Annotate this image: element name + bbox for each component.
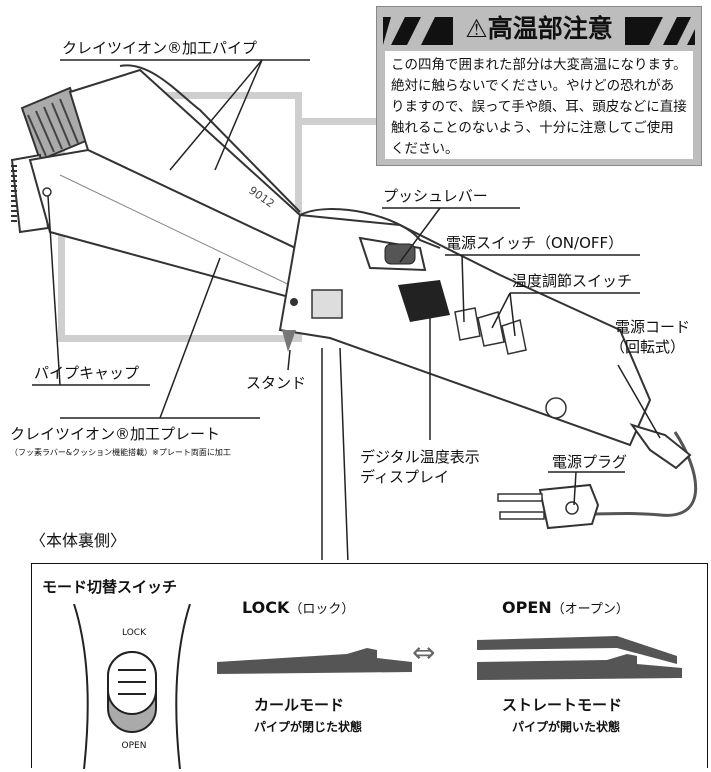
- power-plug-shape: [497, 483, 600, 530]
- label-cord-2: （回転式）: [610, 338, 686, 356]
- switch-lock-label: LOCK: [122, 628, 146, 638]
- leader-lines: [32, 59, 661, 560]
- label-push-lever: プッシュレバー: [383, 187, 488, 205]
- label-display-1: デジタル温度表示: [360, 448, 480, 466]
- underside-panel: モード切替スイッチ LOCK OPEN LOCK（ロック） ⇔ OPEN（オープ…: [31, 563, 708, 769]
- open-sub-text: （オープン）: [551, 602, 629, 617]
- label-stand: スタンド: [246, 374, 307, 392]
- hazard-stripe-right: [625, 17, 695, 45]
- warning-text: この四角で囲まれた部分は大変高温になります。絶対に触らないでください。やけどの恐…: [385, 51, 693, 159]
- curl-mode-desc: パイプが閉じた状態: [254, 720, 363, 734]
- label-temp-switch: 温度調節スイッチ: [512, 272, 633, 290]
- warning-box: ⚠高温部注意 この四角で囲まれた部分は大変高温になります。絶対に触らないでくださ…: [376, 6, 702, 166]
- warning-title: ⚠高温部注意: [465, 14, 613, 43]
- open-title-text: OPEN: [502, 598, 552, 617]
- label-pipe: クレイツイオン®加工パイプ: [62, 39, 258, 57]
- switch-open-label: OPEN: [121, 741, 147, 751]
- label-plate: クレイツイオン®加工プレート: [10, 425, 221, 443]
- straight-mode-label: ストレートモード: [502, 696, 623, 714]
- label-plug: 電源プラグ: [552, 453, 628, 471]
- straight-mode-desc: パイプが開いた状態: [512, 720, 621, 734]
- mode-switch-body: [73, 604, 191, 769]
- hot-zone-connector: [296, 118, 378, 125]
- label-plate-note: （フッ素ラバー&クッション機能搭載）※プレート両面に加工: [10, 448, 231, 457]
- mode-arrow: ⇔: [412, 636, 436, 669]
- underside-heading: 〈本体裏側〉: [30, 531, 127, 550]
- hazard-stripe-left: [383, 17, 453, 45]
- curl-mode-label: カールモード: [254, 696, 345, 714]
- hair-iron-illustration: 9012: [10, 59, 698, 560]
- label-power-switch: 電源スイッチ（ON/OFF）: [446, 234, 624, 252]
- label-pipe-cap: パイプキャップ: [34, 364, 140, 382]
- mode-switch-title: モード切替スイッチ: [42, 578, 178, 596]
- straight-mode-iron: [477, 636, 682, 680]
- lock-title: LOCK（ロック）: [242, 598, 354, 617]
- lock-title-text: LOCK: [242, 598, 290, 617]
- open-title: OPEN（オープン）: [502, 598, 629, 617]
- label-display-2: ディスプレイ: [360, 468, 449, 486]
- curl-mode-iron: [217, 648, 412, 674]
- label-cord-1: 電源コード: [615, 318, 691, 336]
- lock-sub-text: （ロック）: [289, 602, 355, 617]
